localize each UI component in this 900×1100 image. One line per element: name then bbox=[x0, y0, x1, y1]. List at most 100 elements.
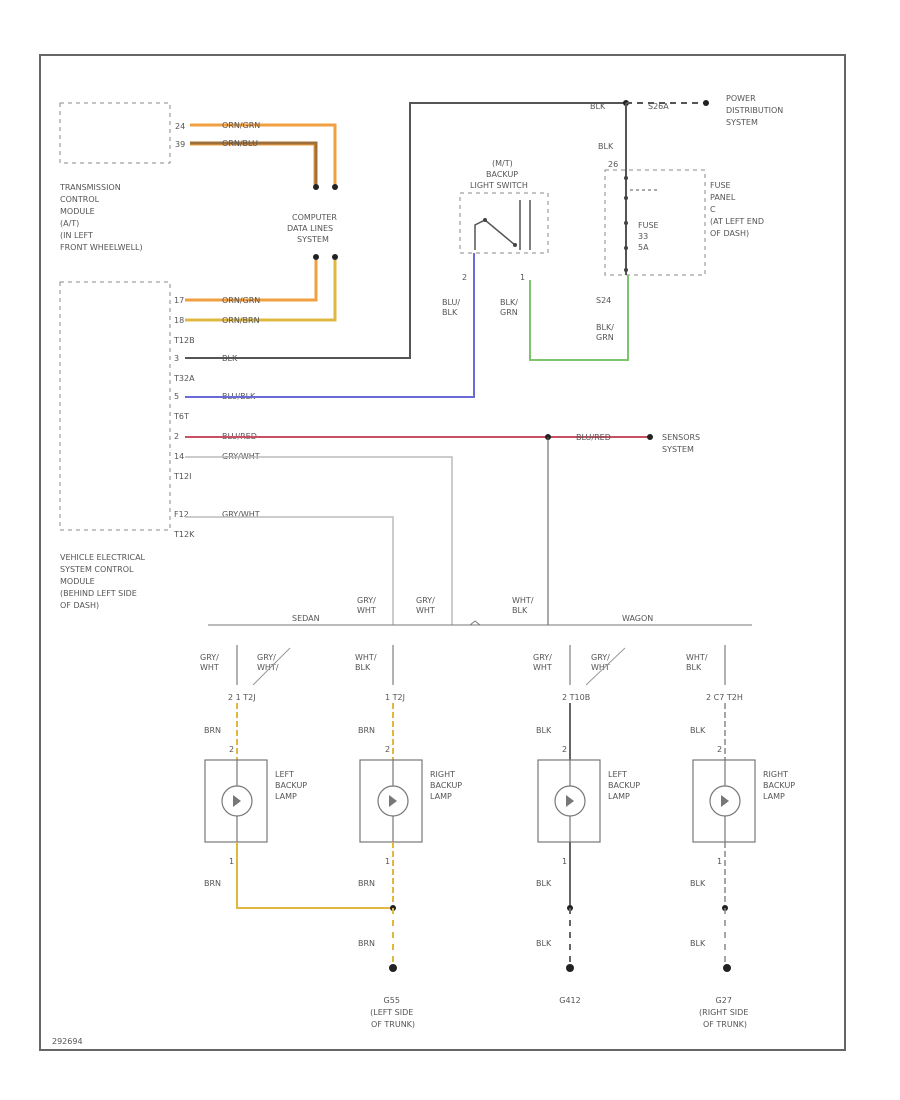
c2-a-label: WHT/ BLK bbox=[355, 653, 379, 672]
c3-blk-label: BLK bbox=[536, 726, 552, 735]
lamp-housing bbox=[692, 759, 756, 843]
bulb-filament bbox=[389, 795, 397, 807]
tcm-label-line: CONTROL bbox=[60, 195, 100, 204]
tcm-label-line: (IN LEFT bbox=[60, 231, 93, 240]
bulb-filament bbox=[721, 795, 729, 807]
c1-a-label: GRY/ WHT bbox=[200, 653, 221, 672]
sensors-label-line: SYSTEM bbox=[662, 445, 694, 454]
c1-b-label-line: GRY/ bbox=[257, 653, 276, 662]
s26a-label: S26A bbox=[648, 102, 669, 111]
c3-b-label-line: WHT bbox=[591, 663, 610, 672]
vescm-label-line: (BEHIND LEFT SIDE bbox=[60, 589, 137, 598]
tcm-label-line: MODULE bbox=[60, 207, 95, 216]
lamp-2 bbox=[359, 759, 423, 843]
vescm-box bbox=[59, 281, 171, 531]
lamp-3-label: LEFT BACKUP LAMP bbox=[608, 770, 643, 801]
vescm-wire-label: ORN/GRN bbox=[222, 296, 260, 305]
blu-blk-label-line: BLU/ bbox=[442, 298, 460, 307]
c1-a-label-line: GRY/ bbox=[200, 653, 219, 662]
bus-crossing-mark bbox=[469, 620, 481, 626]
blk-grn-label-line: GRN bbox=[596, 333, 614, 342]
tcm-label: TRANSMISSION CONTROL MODULE (A/T) (IN LE… bbox=[59, 183, 143, 252]
vescm-wire-label: ORN/BRN bbox=[222, 316, 260, 325]
vescm-connector: T32A bbox=[173, 374, 195, 383]
fuse-terminal bbox=[624, 176, 628, 180]
blk-grn-sw-label-line: BLK/ bbox=[500, 298, 518, 307]
fuse-label-line: 33 bbox=[638, 232, 648, 241]
vescm-connector: T6T bbox=[173, 412, 189, 421]
vescm-pin: 18 bbox=[174, 316, 184, 325]
c3-a-label-line: GRY/ bbox=[533, 653, 552, 662]
c1-lead-b bbox=[252, 647, 291, 686]
lamp-housing bbox=[359, 759, 423, 843]
ground-1-label: G55 (LEFT SIDE OF TRUNK) bbox=[370, 996, 416, 1029]
bottom-blk4-label: BLK bbox=[690, 879, 706, 888]
lamp-pin-top: 2 bbox=[562, 745, 567, 754]
blk-top-label: BLK bbox=[590, 102, 606, 111]
ground-blk3-label: BLK bbox=[536, 939, 552, 948]
c4-a-label-line: BLK bbox=[686, 663, 702, 672]
ground-3-label-line: G27 bbox=[716, 996, 732, 1005]
c1-b-label: GRY/ WHT/ bbox=[257, 653, 279, 672]
connector-dot bbox=[332, 184, 338, 190]
connector-dot bbox=[313, 254, 319, 260]
lamp-3 bbox=[537, 759, 601, 843]
vescm-label-line: OF DASH) bbox=[60, 601, 99, 610]
c3-b-label: GRY/ WHT bbox=[591, 653, 612, 672]
ground-3-label-line: (RIGHT SIDE bbox=[699, 1008, 748, 1017]
fuse-panel-pin: 26 bbox=[608, 160, 618, 169]
c4-a-label: WHT/ BLK bbox=[686, 653, 710, 672]
blk-grn-label-line: BLK/ bbox=[596, 323, 614, 332]
c1-connector: 2 1 T2J bbox=[228, 693, 256, 702]
tcm-label-line: TRANSMISSION bbox=[59, 183, 121, 192]
vescm-pin: 14 bbox=[174, 452, 184, 461]
lamp-4-label: RIGHT BACKUP LAMP bbox=[763, 770, 798, 801]
switch-lever bbox=[474, 200, 531, 250]
vescm-connector: T12K bbox=[173, 530, 195, 539]
wagon-label: WAGON bbox=[622, 614, 653, 623]
computer-data-label-line: COMPUTER bbox=[292, 213, 337, 222]
ground-3-label: G27 (RIGHT SIDE OF TRUNK) bbox=[699, 996, 751, 1029]
ground-2-label: G412 bbox=[559, 996, 580, 1005]
lamp-1-label: LEFT BACKUP LAMP bbox=[275, 770, 310, 801]
c2-a-label-line: BLK bbox=[355, 663, 371, 672]
backup-switch-box bbox=[459, 192, 549, 254]
diagram-border bbox=[39, 54, 846, 1051]
c4-a-label-line: WHT/ bbox=[686, 653, 708, 662]
lamp-pin-bottom: 1 bbox=[385, 857, 390, 866]
bottom-brn-wire-1 bbox=[236, 842, 393, 909]
vescm-wire-label: GRY/WHT bbox=[222, 510, 260, 519]
lamp-pin-top: 2 bbox=[717, 745, 722, 754]
vescm-label-line: SYSTEM CONTROL bbox=[60, 565, 134, 574]
fuse-panel-label-line: C bbox=[710, 205, 716, 214]
bulb-filament bbox=[566, 795, 574, 807]
vescm-label: VEHICLE ELECTRICAL SYSTEM CONTROL MODULE… bbox=[60, 553, 148, 610]
bus-wht-label-line: BLK bbox=[512, 606, 528, 615]
lamp-4-label-line: LAMP bbox=[763, 792, 785, 801]
lamp-1 bbox=[204, 759, 268, 843]
tcm-label-line: FRONT WHEELWELL) bbox=[60, 243, 143, 252]
tcm-wire2-label: ORN/BLU bbox=[222, 139, 258, 148]
ground-icon bbox=[389, 964, 397, 972]
backup-switch-label-line: (M/T) bbox=[492, 159, 513, 168]
ground-icon bbox=[566, 964, 574, 972]
vescm-pin: 3 bbox=[174, 354, 179, 363]
vescm-pin: 17 bbox=[174, 296, 184, 305]
lamp-3-label-line: LAMP bbox=[608, 792, 630, 801]
power-dist-label: POWER DISTRIBUTION SYSTEM bbox=[726, 94, 786, 127]
vescm-pin: F12 bbox=[174, 510, 189, 519]
lamp-4 bbox=[692, 759, 756, 843]
ground-3-label-line: OF TRUNK) bbox=[703, 1020, 747, 1029]
lamp-1-label-line: LAMP bbox=[275, 792, 297, 801]
bottom-blk3-label: BLK bbox=[536, 879, 552, 888]
c4-blk-label: BLK bbox=[690, 726, 706, 735]
ground-2-label-line: G412 bbox=[559, 996, 580, 1005]
c3-a-label-line: WHT bbox=[533, 663, 552, 672]
wire-tcm-orn-blu-stripe bbox=[190, 144, 315, 185]
blk-grn-sw-label-line: GRN bbox=[500, 308, 518, 317]
bottom-brn1-label: BRN bbox=[204, 879, 221, 888]
ground-1-label-line: G55 bbox=[384, 996, 400, 1005]
bus-gry2-label-line: WHT bbox=[416, 606, 435, 615]
fuse-panel-box bbox=[604, 169, 706, 276]
